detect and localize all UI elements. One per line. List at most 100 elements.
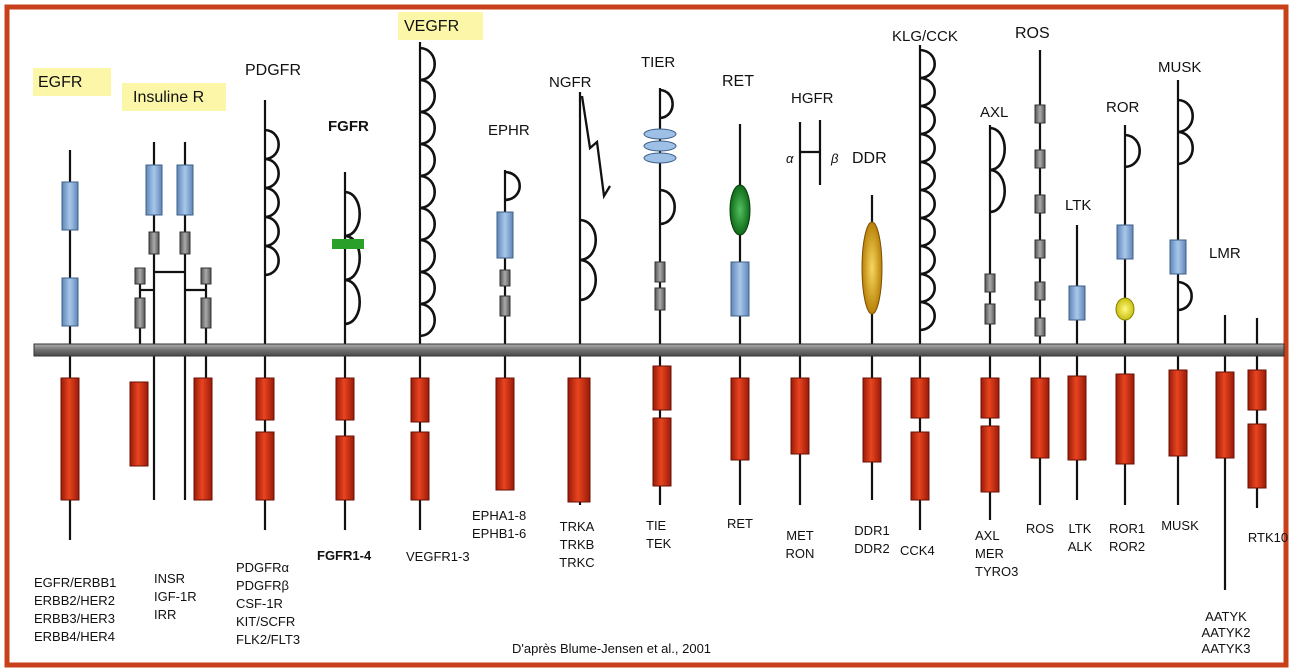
- ig-loop-chain: [920, 50, 935, 330]
- small-domain: [655, 262, 665, 282]
- member-egfr: EGFR/ERBB1: [34, 575, 116, 590]
- small-domain: [985, 274, 995, 292]
- member-ror: ROR1: [1109, 521, 1145, 536]
- kinase-domain: [1116, 374, 1134, 464]
- cysteine-rich-domain: [1069, 286, 1085, 320]
- small-domain: [135, 268, 145, 284]
- small-domain: [1035, 240, 1045, 258]
- kinase-domain: [1216, 372, 1234, 458]
- kinase-domain: [61, 378, 79, 500]
- ig-loop-chain: [990, 128, 1005, 212]
- member-hgfr: RON: [786, 546, 815, 561]
- receptor-name-tier: TIER: [641, 54, 675, 71]
- receptor-name-ret: RET: [722, 73, 754, 90]
- kinase-domain: [256, 432, 274, 500]
- receptor-name-ror: ROR: [1106, 99, 1140, 116]
- member-ros: ROS: [1026, 521, 1055, 536]
- leucine-rich-zigzag: [582, 96, 610, 196]
- small-domain: [149, 232, 159, 254]
- ig-loop-chain: [1125, 135, 1140, 167]
- member-hgfr: MET: [786, 528, 814, 543]
- member-ngfr: TRKB: [560, 537, 595, 552]
- fibronectin-domain: [644, 129, 676, 139]
- member-axl: AXL: [975, 528, 1000, 543]
- member-pdgfr: CSF-1R: [236, 596, 283, 611]
- ig-loop-chain: [265, 130, 279, 275]
- cysteine-rich-domain: [497, 212, 513, 258]
- small-domain: [201, 268, 211, 284]
- small-domain: [500, 296, 510, 316]
- ig-loop-chain: [1178, 282, 1192, 310]
- kinase-domain: [981, 426, 999, 492]
- member-musk: MUSK: [1161, 518, 1199, 533]
- discoidin-domain: [862, 222, 882, 314]
- kinase-domain: [863, 378, 881, 462]
- kringle-domain: [1116, 298, 1134, 320]
- kinase-domain: [1031, 378, 1049, 458]
- alpha-label: α: [786, 151, 794, 166]
- cysteine-rich-domain: [146, 165, 162, 215]
- kinase-domain: [653, 366, 671, 410]
- cysteine-rich-domain: [731, 262, 749, 316]
- member-insr: IRR: [154, 607, 176, 622]
- kinase-domain: [411, 432, 429, 500]
- small-domain: [1035, 105, 1045, 123]
- member-egfr: ERBB2/HER2: [34, 593, 115, 608]
- receptor-name-insr: Insuline R: [133, 89, 204, 106]
- kinase-domain: [731, 378, 749, 460]
- member-ret: RET: [727, 516, 753, 531]
- member-ephr: EPHA1-8: [472, 508, 526, 523]
- fgfr-binding-mark: [332, 239, 364, 249]
- small-domain: [1035, 282, 1045, 300]
- receptor-name-musk: MUSK: [1158, 59, 1201, 76]
- member-axl: MER: [975, 546, 1004, 561]
- cysteine-rich-domain: [62, 278, 78, 326]
- receptor-name-egfr: EGFR: [38, 74, 82, 91]
- kinase-domain: [911, 432, 929, 500]
- member-lmr: AATYK: [1205, 609, 1247, 624]
- ig-loop-chain: [660, 190, 675, 224]
- member-lmr: AATYK3: [1202, 641, 1251, 656]
- beta-label: β: [830, 151, 839, 166]
- receptor-name-vegfr: VEGFR: [404, 18, 459, 35]
- kinase-domain: [336, 436, 354, 500]
- ig-loop-chain: [345, 192, 360, 324]
- member-vegfr: VEGFR1-3: [406, 549, 470, 564]
- member-ngfr: TRKA: [560, 519, 595, 534]
- ig-loop-chain: [1178, 100, 1193, 164]
- ig-loop-chain: [420, 48, 435, 336]
- citation: D'après Blume-Jensen et al., 2001: [512, 641, 711, 656]
- member-rtk10: RTK10: [1248, 530, 1288, 545]
- member-klg: CCK4: [900, 543, 935, 558]
- kinase-domain: [911, 378, 929, 418]
- member-pdgfr: PDGFRα: [236, 560, 290, 575]
- receptor-name-ros: ROS: [1015, 25, 1050, 42]
- kinase-domain: [1248, 424, 1266, 488]
- kinase-domain: [411, 378, 429, 422]
- receptor-name-ngfr: NGFR: [549, 74, 592, 91]
- member-ngfr: TRKC: [559, 555, 594, 570]
- member-ltk: ALK: [1068, 539, 1093, 554]
- cysteine-rich-domain: [1170, 240, 1186, 274]
- kinase-domain: [336, 378, 354, 420]
- small-domain: [180, 232, 190, 254]
- small-domain: [201, 298, 211, 328]
- cysteine-rich-domain: [62, 182, 78, 230]
- member-ror: ROR2: [1109, 539, 1145, 554]
- member-ltk: LTK: [1069, 521, 1092, 536]
- member-pdgfr: KIT/SCFR: [236, 614, 295, 629]
- member-tier: TEK: [646, 536, 672, 551]
- cadherin-domain: [730, 185, 750, 235]
- kinase-domain: [194, 378, 212, 500]
- small-domain: [1035, 318, 1045, 336]
- member-tier: TIE: [646, 518, 667, 533]
- cell-membrane: [34, 344, 1284, 356]
- cysteine-rich-domain: [177, 165, 193, 215]
- small-domain: [655, 288, 665, 310]
- member-ddr: DDR1: [854, 523, 889, 538]
- small-domain: [985, 304, 995, 324]
- member-lmr: AATYK2: [1202, 625, 1251, 640]
- kinase-domain: [981, 378, 999, 418]
- ig-loop-chain: [505, 172, 520, 200]
